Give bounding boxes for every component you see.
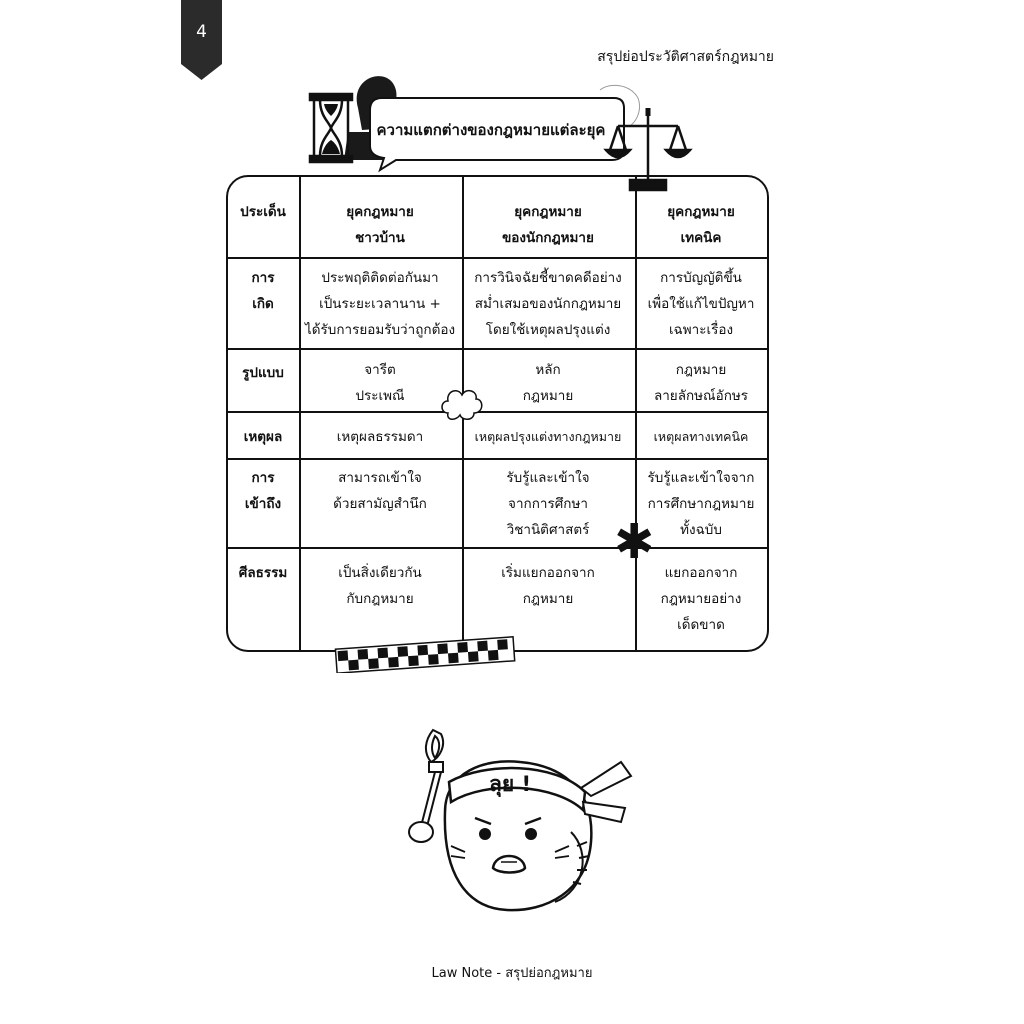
- header-topic: ประเด็น: [240, 204, 286, 220]
- footer: Law Note - สรุปย่อกฎหมาย: [431, 966, 593, 981]
- row-topic-reasoning: เหตุผล: [243, 429, 283, 445]
- table-cell: กฎหมาย ลายลักษณ์อักษร: [653, 362, 749, 404]
- table-cell: เหตุผลทางเทคนิค: [653, 429, 749, 444]
- table-cell: แยกออกจาก กฎหมายอย่าง เด็ดขาด: [660, 565, 742, 633]
- table-cell: หลัก กฎหมาย: [522, 362, 574, 404]
- running-head: สรุปย่อประวัติศาสตร์กฎหมาย: [597, 49, 774, 65]
- table-cell: เป็นสิ่งเดียวกัน กับกฎหมาย: [338, 565, 422, 607]
- row-topic-morality: ศีลธรรม: [238, 565, 288, 581]
- table-cell: รับรู้และเข้าใจ จากการศึกษา วิชานิติศาสต…: [506, 470, 590, 538]
- table-cell: เริ่มแยกออกจาก กฎหมาย: [501, 565, 595, 607]
- row-topic-form: รูปแบบ: [242, 365, 284, 381]
- row-divider: [228, 348, 767, 350]
- table-cell: สามารถเข้าใจ ด้วยสามัญสำนึก: [333, 470, 427, 512]
- header-folk-law-era: ยุคกฎหมาย ชาวบ้าน: [346, 204, 414, 246]
- page-title: ความแตกต่างของกฎหมายแต่ละยุค: [376, 121, 606, 139]
- table-cell: การวินิจฉัยชี้ขาดคดีอย่าง สม่ำเสมอของนัก…: [474, 270, 622, 338]
- asterisk-doodle-icon: ✱: [614, 514, 655, 570]
- cloud-doodle-icon: [441, 389, 483, 420]
- column-divider: [635, 177, 637, 650]
- checkered-tape-icon: [334, 636, 516, 673]
- row-divider: [228, 257, 767, 259]
- title-illustration: [300, 68, 700, 193]
- scales-of-justice-icon: [603, 108, 693, 192]
- page-number-tab: 4: [181, 0, 222, 80]
- row-divider: [228, 458, 767, 460]
- row-divider: [228, 411, 767, 413]
- table-cell: การบัญญัติขึ้น เพื่อใช้แก้ไขปัญหา เฉพาะเ…: [647, 270, 755, 338]
- table-cell: ประพฤติติดต่อกันมา เป็นระยะเวลานาน + ได้…: [304, 270, 456, 338]
- table-cell: รับรู้และเข้าใจจาก การศึกษากฎหมาย ทั้งฉบ…: [647, 470, 755, 538]
- row-topic-origin: การ เกิด: [251, 270, 275, 312]
- row-divider: [228, 547, 767, 549]
- header-technical-law-era: ยุคกฎหมาย เทคนิค: [667, 204, 735, 246]
- page-number: 4: [196, 22, 207, 42]
- header-jurist-law-era: ยุคกฎหมาย ของนักกฎหมาย: [502, 204, 594, 246]
- mascot-character-icon: [408, 728, 633, 912]
- column-divider: [299, 177, 301, 650]
- hourglass-icon: [308, 92, 354, 164]
- mascot-headband-text: ลุย !: [488, 772, 532, 796]
- table-cell: เหตุผลปรุงแต่งทางกฎหมาย: [474, 429, 622, 444]
- table-cell: จารีต ประเพณี: [355, 362, 405, 404]
- row-topic-access: การ เข้าถึง: [244, 470, 282, 512]
- table-cell: เหตุผลธรรมดา: [336, 429, 424, 445]
